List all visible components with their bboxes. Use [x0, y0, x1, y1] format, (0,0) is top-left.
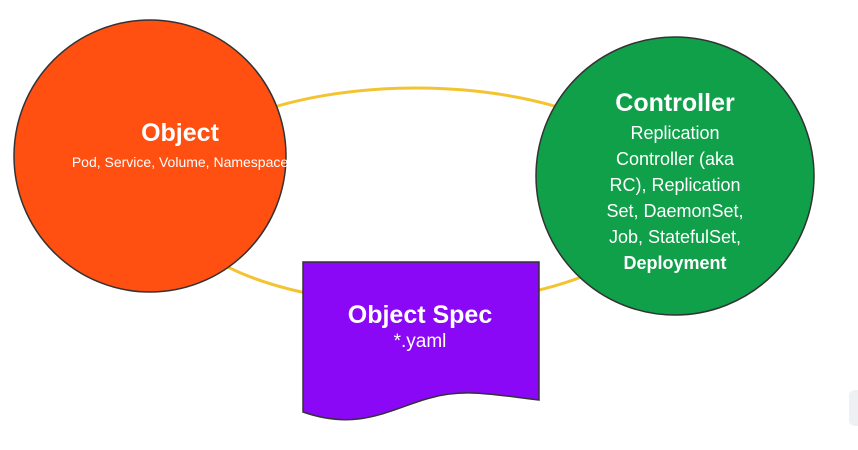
object-items: Pod, Service, Volume, Namespace [71, 154, 289, 170]
controller-items-list: Replication Controller (aka RC), Replica… [606, 123, 744, 247]
edge-scroll-tab [849, 390, 858, 426]
controller-items-emphasis: Deployment [623, 253, 727, 273]
object-title: Object [141, 119, 219, 147]
object-spec-document [302, 261, 540, 421]
controller-circle [535, 36, 815, 316]
controller-label: Controller Replication Controller (aka R… [555, 88, 795, 276]
controller-title: Controller [615, 89, 735, 117]
object-spec-title: Object Spec [347, 301, 493, 329]
controller-items: Replication Controller (aka RC), Replica… [595, 120, 755, 276]
object-label: Object Pod, Service, Volume, Namespace [60, 118, 300, 172]
object-spec-label: Object Spec *.yaml [300, 300, 540, 354]
object-circle [13, 19, 287, 293]
object-spec-subtitle: *.yaml [393, 331, 447, 352]
